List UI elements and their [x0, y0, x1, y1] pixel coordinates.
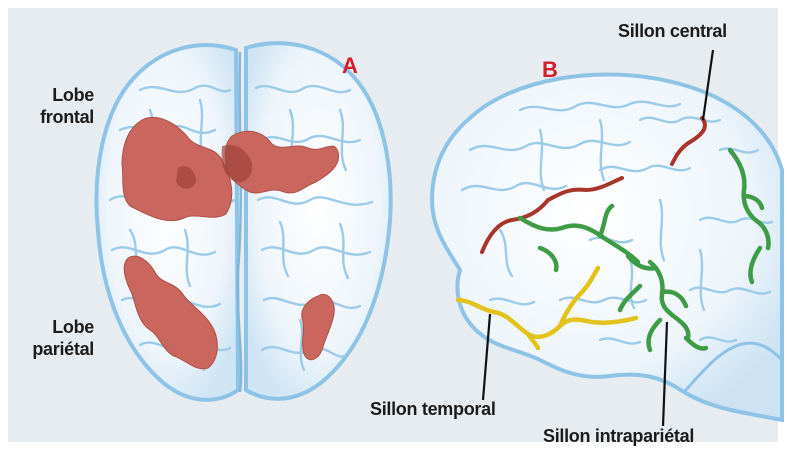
- label-lobe-frontal-line2: frontal: [20, 106, 94, 128]
- label-sillon-intraparietal: Sillon intrapariétal: [543, 425, 694, 447]
- label-lobe-frontal-line1: Lobe: [20, 84, 94, 106]
- label-lobe-parietal-line1: Lobe: [18, 316, 94, 338]
- label-lobe-parietal-line2: pariétal: [18, 338, 94, 360]
- label-lobe-frontal: Lobe frontal: [20, 84, 94, 128]
- panel-letter-b: B: [542, 58, 558, 82]
- brain-top-view: [96, 43, 390, 400]
- label-sillon-central: Sillon central: [618, 20, 727, 42]
- panel-letter-a: A: [342, 54, 358, 78]
- label-lobe-parietal: Lobe pariétal: [18, 316, 94, 360]
- label-sillon-temporal: Sillon temporal: [370, 398, 496, 420]
